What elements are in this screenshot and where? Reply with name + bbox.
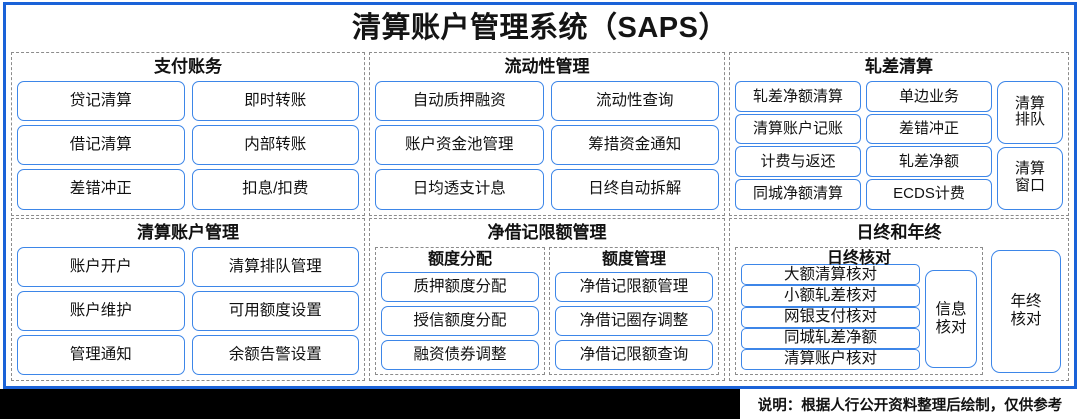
yearend-reconciliation-wrap: 年终 核对 [989,247,1063,375]
item-dayend-3[interactable]: 同城轧差净额 [741,327,920,349]
item-account-2[interactable]: 账户维护 [17,290,185,331]
item-netting-c2-1[interactable]: 差错冲正 [866,113,992,145]
item-account-3[interactable]: 可用额度设置 [191,290,359,331]
netting-items: 轧差净额清算 清算账户记账 计费与返还 同城净额清算 单边业务 差错冲正 轧差净… [735,81,1063,210]
item-netting-window[interactable]: 清算 窗口 [997,146,1063,210]
item-dayend-4[interactable]: 清算账户核对 [741,348,920,370]
item-liquidity-5[interactable]: 日终自动拆解 [550,169,719,210]
item-netting-queue-line2: 排队 [1014,111,1045,129]
item-payment-2[interactable]: 借记清算 [17,125,185,166]
panel-title-payment: 支付账务 [154,57,222,76]
panel-title-netting: 轧差清算 [865,57,933,76]
subgroup-quota-allocation: 额度分配 质押额度分配 授信额度分配 融资债券调整 [375,246,545,375]
item-yearend-line2: 核对 [1010,311,1042,329]
panel-account: 清算账户管理 账户开户 清算排队管理 账户维护 可用额度设置 管理通知 余额告警… [11,217,365,381]
item-payment-1[interactable]: 即时转账 [191,81,359,122]
item-account-5[interactable]: 余额告警设置 [191,334,359,375]
dayend-items: 大额清算核对 小额轧差核对 网银支付核对 同城轧差净额 清算账户核对 [741,264,920,370]
item-netting-window-line2: 窗口 [1014,177,1045,195]
item-info-reconciliation-line1: 信息 [935,301,967,319]
item-dayend-2[interactable]: 网银支付核对 [741,306,920,328]
item-quota-mgmt-0[interactable]: 净借记限额管理 [555,271,713,302]
panel-title-liquidity: 流动性管理 [504,57,590,76]
item-payment-5[interactable]: 扣息/扣费 [191,169,359,210]
quota-allocation-items: 质押额度分配 授信额度分配 融资债券调整 [381,271,539,370]
item-payment-0[interactable]: 贷记清算 [17,81,185,122]
panel-title-netdebit: 净借记限额管理 [487,222,607,242]
item-payment-4[interactable]: 差错冲正 [17,169,185,210]
dayend-body: 大额清算核对 小额轧差核对 网银支付核对 同城轧差净额 清算账户核对 信息 核对 [741,264,977,370]
item-quota-alloc-2[interactable]: 融资债券调整 [381,339,539,370]
payment-items: 贷记清算 即时转账 借记清算 内部转账 差错冲正 扣息/扣费 [17,81,359,210]
subgroup-title-dayend: 日终核对 [826,249,891,267]
item-yearend-line1: 年终 [1010,293,1042,311]
item-liquidity-1[interactable]: 流动性查询 [550,81,719,122]
item-dayend-1[interactable]: 小额轧差核对 [741,285,920,307]
item-account-4[interactable]: 管理通知 [17,334,185,375]
netdebit-subgroups: 额度分配 质押额度分配 授信额度分配 融资债券调整 额度管理 净借记限额管理 净… [375,246,719,375]
item-account-0[interactable]: 账户开户 [17,246,185,287]
panel-title-endofday: 日终和年终 [856,222,942,242]
item-netting-c2-3[interactable]: ECDS计费 [866,178,992,210]
item-quota-mgmt-1[interactable]: 净借记圈存调整 [555,305,713,336]
netting-column-1: 轧差净额清算 清算账户记账 计费与返还 同城净额清算 [735,81,861,210]
subgroup-dayend-reconciliation: 日终核对 大额清算核对 小额轧差核对 网银支付核对 同城轧差净额 清算账户核对 [735,246,983,375]
item-netting-queue-line1: 清算 [1014,94,1045,112]
panel-netdebit: 净借记限额管理 额度分配 质押额度分配 授信额度分配 融资债券调整 额度管理 [369,217,725,381]
item-netting-queue[interactable]: 清算 排队 [997,81,1063,144]
diagram-frame: 清算账户管理系统（SAPS） 支付账务 贷记清算 即时转账 借记清算 内部转账 … [3,2,1077,389]
netting-column-2: 单边业务 差错冲正 轧差净额 ECDS计费 [866,81,992,210]
item-quota-alloc-1[interactable]: 授信额度分配 [381,305,539,336]
subgroup-quota-management: 额度管理 净借记限额管理 净借记圈存调整 净借记限额查询 [549,246,719,375]
item-netting-c1-1[interactable]: 清算账户记账 [735,113,861,145]
diagram-title-bar: 清算账户管理系统（SAPS） [6,5,1074,52]
item-quota-alloc-0[interactable]: 质押额度分配 [381,271,539,302]
panel-payment: 支付账务 贷记清算 即时转账 借记清算 内部转账 差错冲正 扣息/扣费 [11,52,365,216]
item-netting-c2-2[interactable]: 轧差净额 [866,146,992,177]
panel-endofday: 日终和年终 日终核对 大额清算核对 小额轧差核对 网银支付核对 同城轧差净额 清… [729,217,1069,381]
footer-note: 说明：根据人行公开资料整理后绘制，仅供参考 [740,389,1080,419]
footer-bar: 说明：根据人行公开资料整理后绘制，仅供参考 [0,389,1080,419]
item-liquidity-4[interactable]: 日均透支计息 [375,169,544,210]
netting-column-3: 清算 排队 清算 窗口 [997,81,1063,210]
item-quota-mgmt-2[interactable]: 净借记限额查询 [555,339,713,370]
panel-liquidity: 流动性管理 自动质押融资 流动性查询 账户资金池管理 筹措资金通知 日均透支计息… [369,52,725,216]
item-netting-c1-3[interactable]: 同城净额清算 [735,178,861,210]
item-yearend-reconciliation[interactable]: 年终 核对 [991,249,1061,373]
subgroup-title-quota-allocation: 额度分配 [427,250,492,268]
panel-grid: 支付账务 贷记清算 即时转账 借记清算 内部转账 差错冲正 扣息/扣费 流动性管… [6,52,1074,386]
item-netting-c1-0[interactable]: 轧差净额清算 [735,81,861,112]
info-reconciliation-wrap: 信息 核对 [925,264,977,370]
subgroup-title-quota-management: 额度管理 [601,250,666,268]
account-items: 账户开户 清算排队管理 账户维护 可用额度设置 管理通知 余额告警设置 [17,246,359,375]
item-netting-window-line1: 清算 [1014,160,1045,178]
item-info-reconciliation-line2: 核对 [935,319,967,337]
panel-netting: 轧差清算 轧差净额清算 清算账户记账 计费与返还 同城净额清算 单边业务 差错冲… [729,52,1069,216]
item-info-reconciliation[interactable]: 信息 核对 [925,270,977,368]
liquidity-items: 自动质押融资 流动性查询 账户资金池管理 筹措资金通知 日均透支计息 日终自动拆… [375,81,719,210]
item-dayend-0[interactable]: 大额清算核对 [741,264,920,286]
item-payment-3[interactable]: 内部转账 [191,125,359,166]
panel-title-account: 清算账户管理 [137,222,239,242]
item-liquidity-0[interactable]: 自动质押融资 [375,81,544,122]
item-account-1[interactable]: 清算排队管理 [191,246,359,287]
page-title: 清算账户管理系统（SAPS） [352,12,728,44]
endofday-body: 日终核对 大额清算核对 小额轧差核对 网银支付核对 同城轧差净额 清算账户核对 [735,246,1063,375]
item-liquidity-3[interactable]: 筹措资金通知 [550,125,719,166]
quota-management-items: 净借记限额管理 净借记圈存调整 净借记限额查询 [555,271,713,370]
item-netting-c1-2[interactable]: 计费与返还 [735,146,861,177]
item-liquidity-2[interactable]: 账户资金池管理 [375,125,544,166]
item-netting-c2-0[interactable]: 单边业务 [866,81,992,112]
